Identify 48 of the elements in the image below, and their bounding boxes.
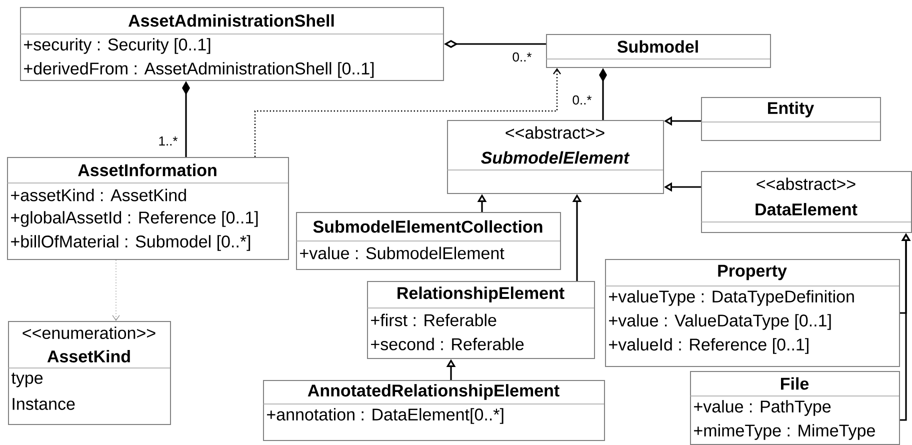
class-name: AnnotatedRelationshipElement (308, 384, 560, 400)
attribute-text: +annotation : DataElement[0..*] (267, 408, 504, 424)
multiplicity-label: 0..* (572, 95, 592, 105)
stereotype-text: <<abstract>> (506, 126, 604, 139)
class-name: Submodel (617, 40, 698, 53)
attribute-text: +second : Referable (371, 338, 524, 350)
class-box (262, 380, 605, 441)
attribute-text: +valueType : DataTypeDefinition (609, 290, 854, 306)
class-name: AssetKind (47, 350, 130, 362)
class-name: SubmodelElement (481, 151, 630, 164)
attribute-text: +value : ValueDataType [0..1] (609, 314, 831, 330)
multiplicity-label: 0..* (512, 52, 532, 62)
class-name: Property (718, 264, 787, 280)
stereotype-text: <<enumeration>> (22, 326, 156, 340)
class-name: SubmodelElementCollection (313, 220, 542, 233)
attribute-text: +globalAssetId : Reference [0..1] (11, 211, 258, 227)
class-box (690, 371, 900, 445)
class-name: AssetInformation (78, 164, 216, 176)
attribute-text: +assetKind : AssetKind (11, 188, 186, 202)
attribute-text: type (11, 372, 43, 388)
class-box (446, 120, 664, 194)
attribute-text: +value : SubmodelElement (300, 246, 504, 260)
class-name: Entity (768, 102, 814, 118)
multiplicity-label: 1..* (159, 136, 178, 146)
stereotype-text: <<abstract>> (756, 178, 856, 190)
connector (112, 260, 120, 321)
class-box (700, 97, 881, 141)
class-box (20, 7, 444, 81)
attribute-text: +mimeType : MimeType (694, 424, 875, 440)
class-name: AssetAdministrationShell (128, 14, 334, 27)
class-box (296, 212, 561, 270)
class-box (604, 259, 900, 367)
class-box (366, 281, 595, 359)
class-name: DataElement (756, 202, 858, 216)
attribute-text: Instance (12, 398, 75, 410)
attribute-text: +billOfMaterial : Submodel [0..*] (11, 235, 250, 251)
attribute-text: +derivedFrom : AssetAdministrationShell [0..1] (24, 62, 374, 78)
attribute-text: +value : PathType (694, 400, 831, 416)
attribute-text: +first : Referable (371, 314, 496, 326)
class-name: File (781, 377, 809, 390)
class-box (546, 34, 771, 68)
class-box (6, 157, 289, 260)
attribute-text: +security : Security [0..1] (24, 38, 210, 54)
class-box (8, 321, 171, 425)
connector (254, 68, 561, 157)
attribute-text: +valueId : Reference [0..1] (609, 338, 808, 354)
class-name: RelationshipElement (398, 286, 564, 302)
class-box (700, 171, 912, 233)
